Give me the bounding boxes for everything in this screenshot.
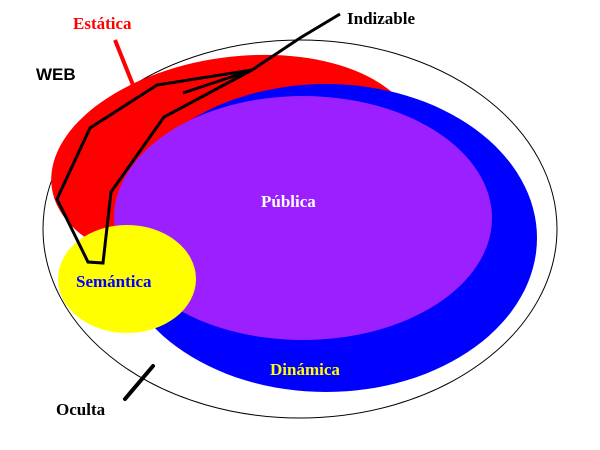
- estatica-pointer: [113, 39, 137, 91]
- dinamica-label: Dinámica: [270, 360, 340, 379]
- semantica-region: [58, 225, 196, 333]
- estatica-label: Estática: [73, 14, 132, 33]
- publica-label: Pública: [261, 192, 316, 211]
- oculta-pointer: [123, 364, 155, 401]
- web-label: WEB: [36, 65, 76, 84]
- publica-region: [114, 96, 492, 340]
- indizable-label: Indizable: [347, 9, 415, 28]
- semantica-label: Semántica: [76, 272, 152, 291]
- indizable-boundary: [55, 12, 341, 265]
- oculta-label: Oculta: [56, 400, 106, 419]
